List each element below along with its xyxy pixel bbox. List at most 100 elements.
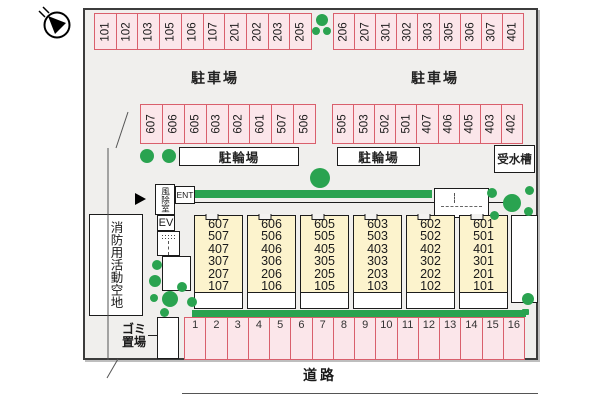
parking-space: 205 <box>289 13 313 50</box>
parking-space: 9 <box>354 317 377 360</box>
parking-space: 601 <box>249 104 273 144</box>
garbage-box <box>157 317 179 359</box>
parking-space: 306 <box>459 13 482 50</box>
parking-space: 605 <box>183 104 207 144</box>
parking-space: 505 <box>332 104 355 144</box>
tree-icon <box>177 282 187 292</box>
road-label: 道路 <box>303 367 337 383</box>
stairs-right <box>434 188 489 218</box>
stairs-dots <box>161 234 176 241</box>
garbage-area-label: ゴミ 置場 <box>121 322 146 349</box>
tree-icon <box>310 168 330 188</box>
parking-space: 503 <box>353 104 376 144</box>
parking-space: 401 <box>501 13 524 50</box>
parking-space: 403 <box>479 104 502 144</box>
tree-icon <box>162 291 178 307</box>
parking-space: 206 <box>333 13 356 50</box>
stairs-left <box>157 231 180 256</box>
parking-space: 603 <box>205 104 229 144</box>
parking-space: 11 <box>396 317 419 360</box>
building-top-wall <box>174 202 510 203</box>
road-edge-line <box>182 393 538 394</box>
parking-space: 602 <box>227 104 251 144</box>
parking-space: 10 <box>375 317 398 360</box>
parking-space: 305 <box>438 13 461 50</box>
parking-space: 13 <box>439 317 462 360</box>
balcony-notch <box>417 214 431 220</box>
tree-icon <box>140 149 154 163</box>
parking-space: 102 <box>115 13 139 50</box>
tree-icon <box>503 194 521 212</box>
parking-space: 506 <box>293 104 316 144</box>
parking-space: 607 <box>140 104 163 144</box>
parking-space: 402 <box>500 104 523 144</box>
balcony-notch <box>311 214 325 220</box>
balcony-notch <box>364 214 378 220</box>
stairs-dash <box>441 206 482 207</box>
garbage-leader-line <box>148 335 160 336</box>
unit-column-3: 605 505 405 305 205 105 <box>300 215 349 293</box>
unit-column-1: 607 507 407 307 207 107 <box>194 215 243 293</box>
tree-icon <box>312 27 320 35</box>
fire-activity-space-label: 消防用活動空地 <box>108 221 123 309</box>
parking-space: 302 <box>396 13 419 50</box>
balcony-notch <box>470 214 484 220</box>
parking-space: 4 <box>247 317 270 360</box>
windbreak-room-label: 風除室 <box>155 184 175 215</box>
tree-icon <box>487 188 497 198</box>
corridor-segment <box>194 292 243 309</box>
balcony-notch <box>258 214 272 220</box>
parking-space: 606 <box>161 104 185 144</box>
stairs-dash <box>454 193 455 203</box>
parking-space: 107 <box>202 13 226 50</box>
tree-icon <box>524 207 533 216</box>
balcony-notch <box>205 214 219 220</box>
parking-space: 1 <box>184 317 207 360</box>
tree-icon <box>187 297 197 307</box>
parking-space: 307 <box>480 13 503 50</box>
corridor-segment <box>459 292 508 309</box>
hedge-strip <box>193 190 432 198</box>
tree-icon <box>316 14 328 26</box>
parking-space: 207 <box>354 13 377 50</box>
parking-space: 407 <box>416 104 439 144</box>
parking-space: 405 <box>458 104 481 144</box>
building-end-box <box>511 215 538 303</box>
tree-icon <box>490 211 499 220</box>
parking-space: 15 <box>481 317 504 360</box>
tree-icon <box>522 293 534 305</box>
unit-column-5: 602 502 402 302 202 102 <box>406 215 455 293</box>
parking-space: 12 <box>417 317 440 360</box>
parking-space: 406 <box>437 104 460 144</box>
tree-icon <box>152 260 162 270</box>
compass-icon <box>38 6 71 39</box>
tree-icon <box>525 186 534 195</box>
parking-space: 301 <box>375 13 398 50</box>
parking-space: 106 <box>180 13 204 50</box>
corridor-segment <box>247 292 296 309</box>
entrance-label: ENT <box>175 186 195 204</box>
unit-column-2: 606 506 406 306 206 106 <box>247 215 296 293</box>
parking-space: 6 <box>290 317 313 360</box>
parking-space: 303 <box>417 13 440 50</box>
hedge-strip <box>192 310 526 317</box>
unit-column-6: 601 501 401 301 201 101 <box>459 215 508 293</box>
parking-space: 203 <box>267 13 291 50</box>
parking-space: 3 <box>226 317 249 360</box>
parking-space: 101 <box>94 13 117 50</box>
parking-space: 502 <box>374 104 397 144</box>
parking-space: 501 <box>395 104 418 144</box>
tree-icon <box>162 149 176 163</box>
hedge-end <box>522 309 529 315</box>
bicycle-parking-label-left: 駐輪場 <box>179 147 299 166</box>
tree-icon <box>160 308 169 317</box>
water-tank-label: 受水槽 <box>494 145 535 173</box>
parking-space: 2 <box>205 317 228 360</box>
parking-space: 14 <box>460 317 483 360</box>
parking-lot-label-left: 駐車場 <box>191 70 239 86</box>
